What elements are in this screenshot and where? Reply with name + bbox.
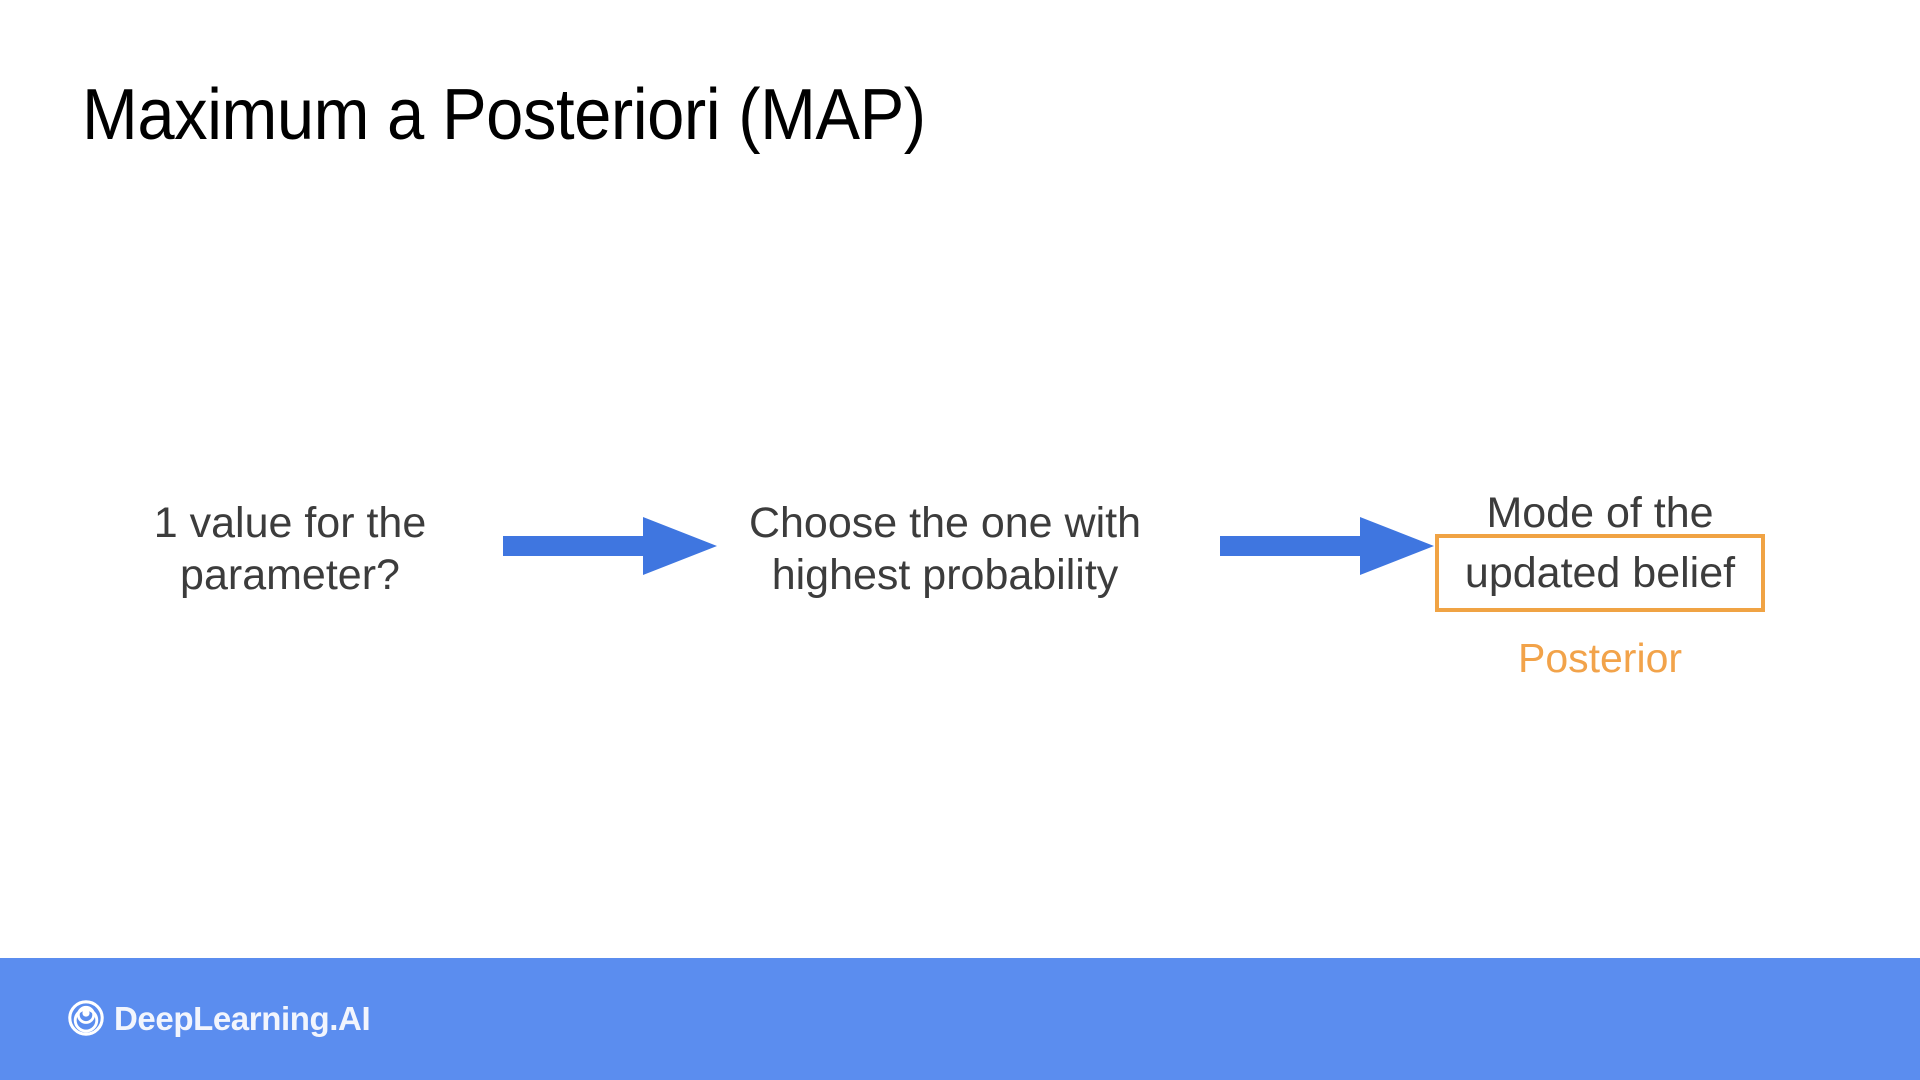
brand-name: DeepLearning.AI [114, 999, 371, 1037]
posterior-caption: Posterior [1517, 635, 1683, 681]
footer-band [0, 958, 1920, 1080]
arrow-right-icon-1 [503, 517, 717, 575]
flow-diagram: 1 value for the parameter? Choose the on… [0, 470, 1920, 690]
deeplearning-spiral-icon [68, 1000, 104, 1036]
flow-step-method: Choose the one with highest probability [748, 499, 1142, 600]
page-title: Maximum a Posteriori (MAP) [82, 75, 926, 155]
flow-step-result-line-2: updated belief [1464, 548, 1736, 597]
flow-step-result-line-1: Mode of the [1486, 489, 1714, 537]
arrow-right-icon-2 [1220, 517, 1434, 575]
highlight-box-updated-belief: updated belief [1435, 534, 1765, 612]
flow-step-question: 1 value for the parameter? [153, 499, 427, 600]
brand-logo: DeepLearning.AI [68, 999, 371, 1037]
